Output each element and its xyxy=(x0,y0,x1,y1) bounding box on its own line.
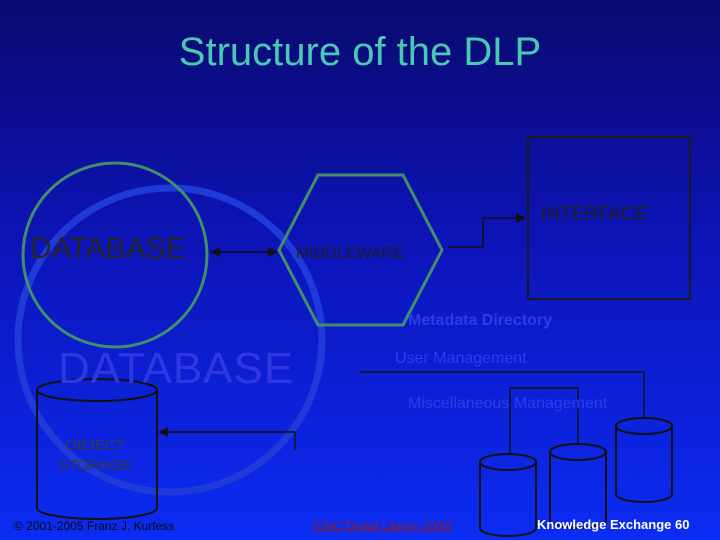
slide-footer-label: Knowledge Exchange 60 xyxy=(537,517,690,532)
database-large-label: DATABASE xyxy=(58,344,295,393)
store-cylinder-2 xyxy=(549,443,607,529)
copyright-footer: © 2001-2005 Franz J. Kurfess xyxy=(14,519,175,533)
database-label: DATABASE xyxy=(30,232,186,265)
slide-title: Structure of the DLP xyxy=(178,30,542,74)
object-storage-label: OBJECT STORAGE xyxy=(58,437,132,474)
interface-box xyxy=(527,136,691,300)
store-cylinder-3 xyxy=(615,417,673,503)
database-circle xyxy=(21,161,209,349)
database-large-ring xyxy=(14,184,326,496)
storage-connectors xyxy=(160,371,645,454)
object-storage-cylinder xyxy=(36,378,158,520)
middleware-hexagon xyxy=(277,173,444,327)
interface-label: INTERFACE xyxy=(541,204,648,225)
mw-if-connector xyxy=(448,217,517,248)
metadata-directory-label: Metadata Directory xyxy=(408,312,553,329)
store-cylinder-1 xyxy=(479,453,537,537)
misc-management-label: Miscellaneous Management xyxy=(408,395,608,412)
citation-link[interactable]: [UNC Digital Library 2000] xyxy=(313,519,453,533)
user-management-label: User Management xyxy=(395,350,527,367)
middleware-label: MIDDLEWARE xyxy=(296,245,404,262)
